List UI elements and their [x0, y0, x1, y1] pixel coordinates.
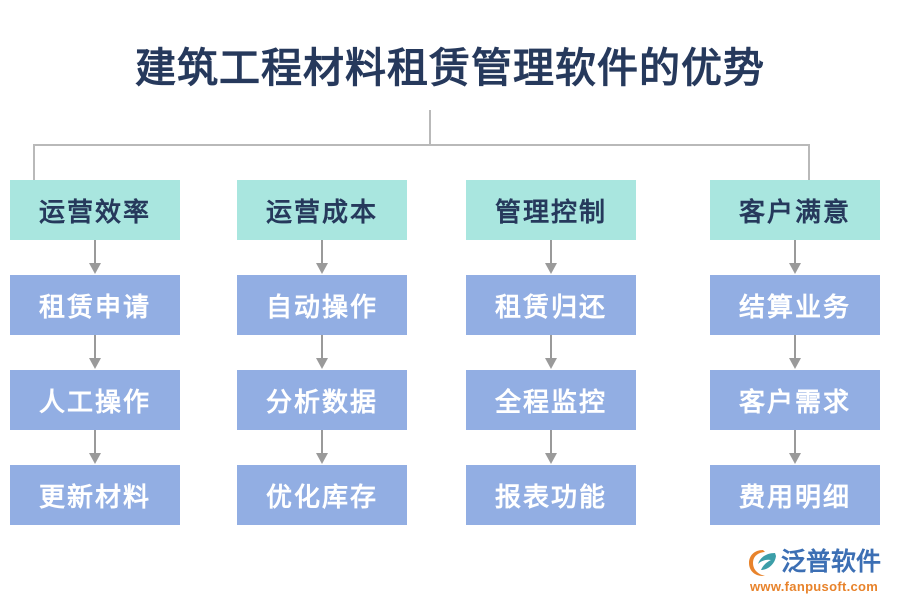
- connector-crossbar-horizontal: [33, 144, 810, 146]
- logo-name: 泛普软件: [781, 549, 882, 576]
- diagram-column-3: 管理控制 租赁归还 全程监控 报表功能: [466, 180, 636, 525]
- arrow-down-icon: [10, 335, 180, 370]
- arrow-down-icon: [466, 430, 636, 465]
- arrow-down-icon: [10, 430, 180, 465]
- arrow-down-icon: [10, 240, 180, 275]
- node-box-4-2[interactable]: 客户需求: [710, 370, 880, 430]
- page-title: 建筑工程材料租赁管理软件的优势: [135, 45, 765, 91]
- column-header-box-4[interactable]: 客户满意: [710, 180, 880, 240]
- arrow-down-icon: [237, 240, 407, 275]
- diagram-column-2: 运营成本 自动操作 分析数据 优化库存: [237, 180, 407, 525]
- column-header-box-1[interactable]: 运营效率: [10, 180, 180, 240]
- connector-branch-right: [808, 144, 810, 180]
- diagram-column-1: 运营效率 租赁申请 人工操作 更新材料: [10, 180, 180, 525]
- node-box-4-1[interactable]: 结算业务: [710, 275, 880, 335]
- node-box-4-3[interactable]: 费用明细: [710, 465, 880, 525]
- arrow-down-icon: [237, 335, 407, 370]
- node-box-3-1[interactable]: 租赁归还: [466, 275, 636, 335]
- node-box-1-2[interactable]: 人工操作: [10, 370, 180, 430]
- logo-url: www.fanpusoft.com: [750, 579, 879, 594]
- arrow-down-icon: [710, 335, 880, 370]
- diagram-column-4: 客户满意 结算业务 客户需求 费用明细: [710, 180, 880, 525]
- node-box-3-3[interactable]: 报表功能: [466, 465, 636, 525]
- brand-logo: 泛普软件 www.fanpusoft.com: [748, 548, 894, 594]
- arrow-down-icon: [710, 240, 880, 275]
- connector-trunk-vertical: [429, 110, 431, 145]
- arrow-down-icon: [710, 430, 880, 465]
- arrow-down-icon: [466, 335, 636, 370]
- node-box-1-3[interactable]: 更新材料: [10, 465, 180, 525]
- column-header-box-2[interactable]: 运营成本: [237, 180, 407, 240]
- node-box-2-1[interactable]: 自动操作: [237, 275, 407, 335]
- connector-branch-left: [33, 144, 35, 180]
- arrow-down-icon: [237, 430, 407, 465]
- node-box-2-3[interactable]: 优化库存: [237, 465, 407, 525]
- arrow-down-icon: [466, 240, 636, 275]
- node-box-1-1[interactable]: 租赁申请: [10, 275, 180, 335]
- node-box-2-2[interactable]: 分析数据: [237, 370, 407, 430]
- logo-row: 泛普软件: [748, 548, 894, 578]
- column-header-box-3[interactable]: 管理控制: [466, 180, 636, 240]
- node-box-3-2[interactable]: 全程监控: [466, 370, 636, 430]
- fanpu-leaf-icon: [748, 549, 778, 577]
